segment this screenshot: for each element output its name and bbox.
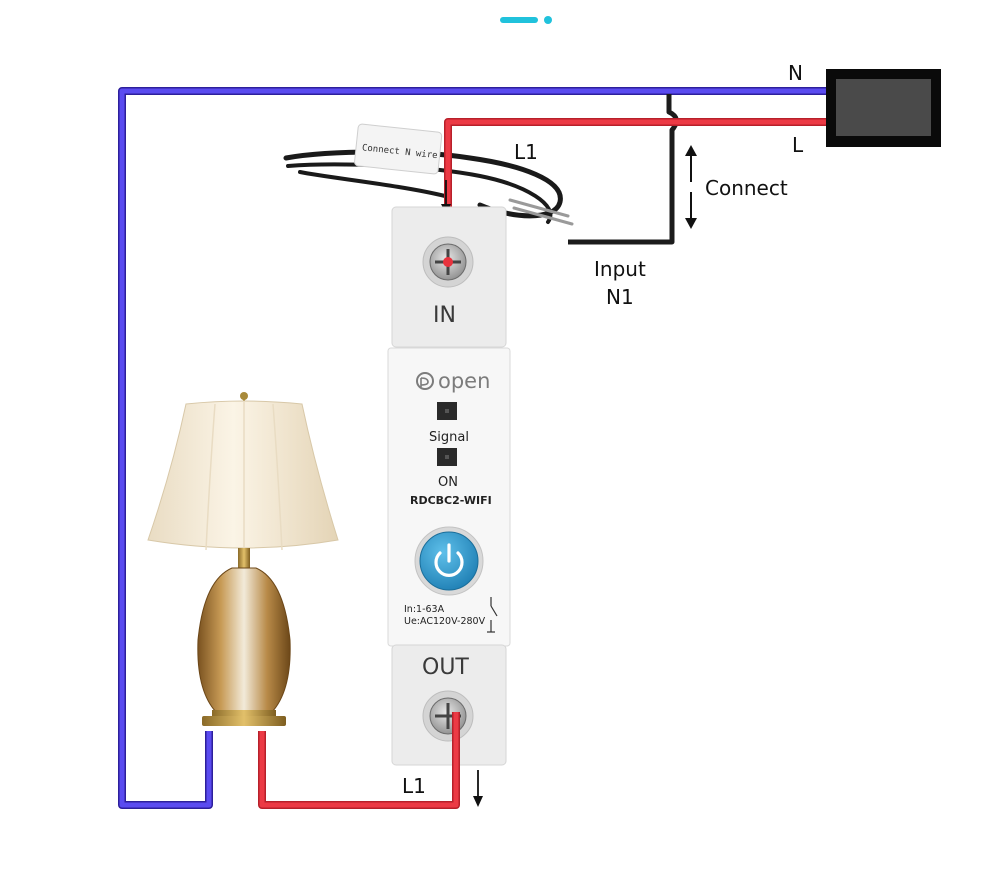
live-wire-bottom [258,712,460,809]
l1-bottom-label: L1 [402,774,426,798]
neutral-label: N [788,61,803,85]
n1-label: N1 [606,285,634,309]
live-label: L [792,133,804,157]
power-source-box [826,69,941,147]
open-logo-icon [416,372,434,390]
indicator-dash [500,17,538,23]
page-indicator [500,16,552,24]
smart-breaker: IN open Signal ON RDCBC2-WIFI In:1-63A U… [387,206,511,766]
out-label: OUT [422,655,469,680]
table-lamp-icon [147,392,339,726]
input-n1-wire [568,94,679,245]
power-button[interactable] [414,526,484,596]
signal-label: Signal [429,430,469,445]
on-label: ON [438,475,458,490]
in-label: IN [433,303,456,328]
live-wire-end [443,257,453,267]
model-label: RDCBC2-WIFI [410,494,492,507]
out-screw-terminal [422,690,474,742]
l1-top-label: L1 [514,140,538,164]
indicator-dot [544,16,552,24]
switch-symbol-icon [487,597,498,633]
power-icon [434,543,464,577]
connect-label: Connect [705,176,788,200]
spec-voltage: Ue:AC120V-280V [404,616,486,627]
input-label: Input [594,257,646,281]
connect-arrow [685,145,697,229]
out-down-arrow-head [473,796,483,807]
wire-tag: Connect N wire [354,123,443,175]
spec-current: In:1-63A [404,604,445,615]
brand-name: open [438,369,490,393]
neutral-wire [118,87,826,809]
